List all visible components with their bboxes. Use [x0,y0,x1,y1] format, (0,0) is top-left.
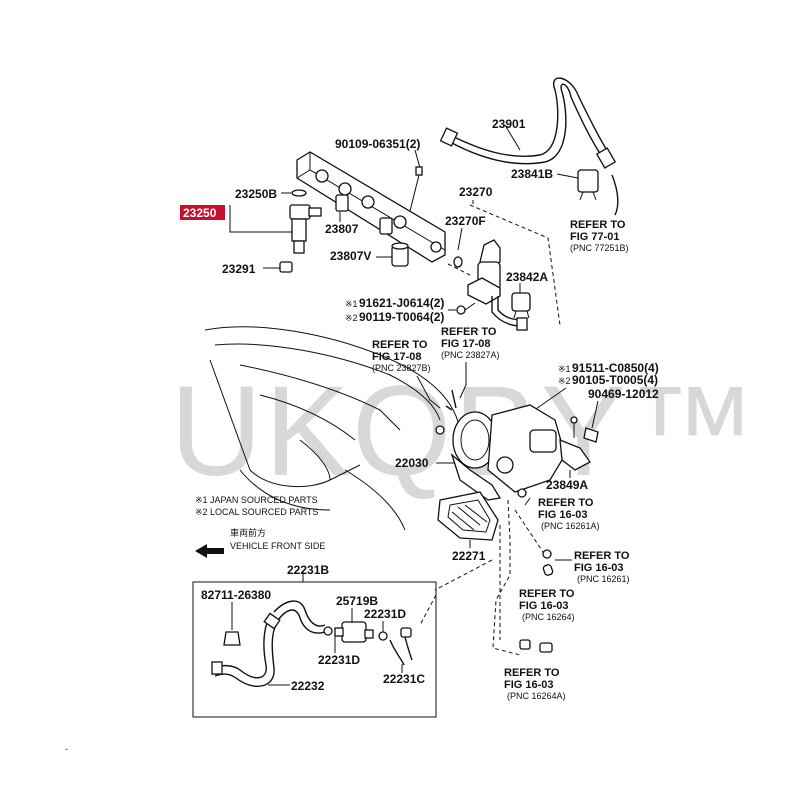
refer-fig-16-03-a[interactable]: REFER TO FIG 16-03 (PNC 16261A) [538,497,600,531]
svg-text:FIG 77-01: FIG 77-01 [570,231,620,243]
bolt-91511[interactable] [570,416,578,438]
fuel-hose-23901[interactable] [439,77,617,169]
note-japan-sourced: ※1 JAPAN SOURCED PARTS [195,495,318,505]
label-23807: 23807 [325,222,359,236]
svg-text:FIG 17-08: FIG 17-08 [372,351,422,363]
svg-text:(PNC 23827A): (PNC 23827A) [441,350,500,360]
hose-clip-16261[interactable] [542,549,554,576]
hose-22231C[interactable] [389,627,413,666]
refer-fig-17-08-b[interactable]: REFER TO FIG 17-08 (PNC 23827B) [372,339,431,373]
label-91511-C0850: 91511-C0850(4) [572,361,659,375]
bracket-23849A[interactable] [559,438,591,471]
highlight-box [180,205,225,220]
clamp-23842A[interactable] [511,292,531,319]
clamp-22231D-a[interactable] [378,631,388,641]
label-90469-12012: 90469-12012 [588,387,659,401]
svg-text:REFER TO: REFER TO [372,339,428,351]
svg-text:FIG 16-03: FIG 16-03 [504,679,554,691]
label-23270F: 23270F [445,214,486,228]
bolt-90109-06351[interactable] [408,166,423,216]
label-23841B: 23841B [511,167,553,181]
label-91621-J0614: 91621-J0614(2) [359,296,444,310]
svg-text:FIG 16-03: FIG 16-03 [519,600,569,612]
svg-text:※1: ※1 [345,299,358,309]
pressure-regulator-23270[interactable] [467,239,528,331]
svg-text:(PNC 16261A): (PNC 16261A) [541,521,600,531]
refer-fig-16-03-c[interactable]: REFER TO FIG 16-03 (PNC 16264) [519,588,575,622]
label-90105-T0005: 90105-T0005(4) [572,373,658,387]
hose-end-16264[interactable] [519,639,531,650]
svg-text:REFER TO: REFER TO [441,326,497,338]
label-22231D-b: 22231D [318,653,360,667]
svg-text:(PNC 77251B): (PNC 77251B) [570,243,629,253]
hose-22232[interactable] [211,600,326,687]
o-ring-23270F[interactable] [453,256,463,268]
svg-text:REFER TO: REFER TO [504,667,560,679]
label-23270: 23270 [459,185,493,199]
label-22231C: 22231C [383,672,425,686]
svg-text:FIG 16-03: FIG 16-03 [574,562,624,574]
svg-text:REFER TO: REFER TO [538,497,594,509]
refer-fig-17-08-a[interactable]: REFER TO FIG 17-08 (PNC 23827A) [441,326,500,360]
fuel-injector-23250[interactable] [289,204,322,254]
label-22232: 22232 [291,679,325,693]
front-arrow-icon [195,544,224,558]
svg-text:※2: ※2 [558,376,571,386]
gasket-22271[interactable] [437,491,499,541]
svg-text:REFER TO: REFER TO [519,588,575,600]
label-23901: 23901 [492,117,526,131]
svg-text:FIG 16-03: FIG 16-03 [538,509,588,521]
clamp-22231D-b[interactable] [323,626,333,636]
svg-text:FIG 17-08: FIG 17-08 [441,338,491,350]
svg-text:(PNC 16264): (PNC 16264) [522,612,575,622]
label-22231B: 22231B [287,563,329,577]
fuel-delivery-pipe[interactable] [296,151,446,263]
svg-text:※1: ※1 [558,364,571,374]
refer-fig-16-03-b[interactable]: REFER TO FIG 16-03 (PNC 16261) [574,550,630,584]
intake-manifold-outline [204,326,461,531]
valve-25719B[interactable] [334,621,374,643]
corner-mark: - [65,744,68,754]
label-23250B: 23250B [235,187,277,201]
label-90109-06351: 90109-06351(2) [335,137,420,151]
svg-text:(PNC 16264A): (PNC 16264A) [507,691,566,701]
throttle-body-22030[interactable] [435,404,566,501]
svg-text:REFER TO: REFER TO [570,219,626,231]
refer-fig-16-03-d[interactable]: REFER TO FIG 16-03 (PNC 16264A) [504,667,566,701]
label-23807V: 23807V [330,249,371,263]
clip-90469[interactable] [583,427,599,443]
front-label-jp: 車両前方 [230,527,266,538]
label-23842A: 23842A [506,270,548,284]
label-22030: 22030 [395,456,429,470]
svg-text:※2: ※2 [345,313,358,323]
insulator-23291[interactable] [279,261,293,273]
label-23250-highlight[interactable]: 23250 [183,206,217,220]
clamp-23841B[interactable] [577,169,599,201]
clip-82711[interactable] [223,631,241,646]
label-25719B: 25719B [336,594,378,608]
bolt-91621[interactable] [456,302,476,315]
label-22231D-a: 22231D [364,607,406,621]
svg-text:(PNC 23827B): (PNC 23827B) [372,363,431,373]
front-label-en: VEHICLE FRONT SIDE [230,541,325,551]
svg-text:REFER TO: REFER TO [574,550,630,562]
label-82711-26380: 82711-26380 [201,588,271,602]
note-local-sourced: ※2 LOCAL SOURCED PARTS [195,507,318,517]
spacer-23807V[interactable] [391,242,409,267]
refer-fig-77-01[interactable]: REFER TO FIG 77-01 (PNC 77251B) [570,219,629,253]
svg-text:(PNC 16261): (PNC 16261) [577,574,630,584]
label-90119-T0064: 90119-T0064(2) [359,310,444,324]
label-23291: 23291 [222,262,256,276]
hose-end-16264A[interactable] [539,642,553,653]
label-23849A: 23849A [546,478,588,492]
label-22271: 22271 [452,549,486,563]
o-ring-23250B[interactable] [291,189,307,197]
detail-box [192,581,437,718]
